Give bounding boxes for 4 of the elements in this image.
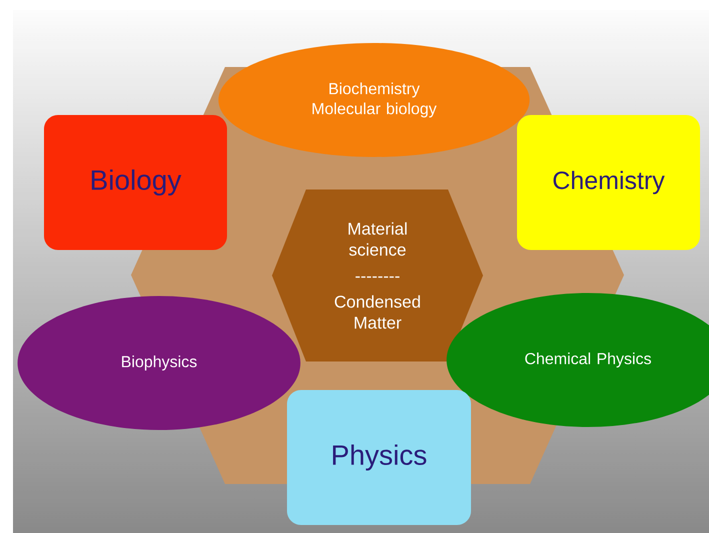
hexagon: Material science -------- Condensed Matter — [272, 190, 483, 362]
rounded-box: Chemistry — [517, 115, 700, 250]
rounded-box: Physics — [287, 390, 471, 525]
rounded-box: Biology — [44, 115, 227, 250]
